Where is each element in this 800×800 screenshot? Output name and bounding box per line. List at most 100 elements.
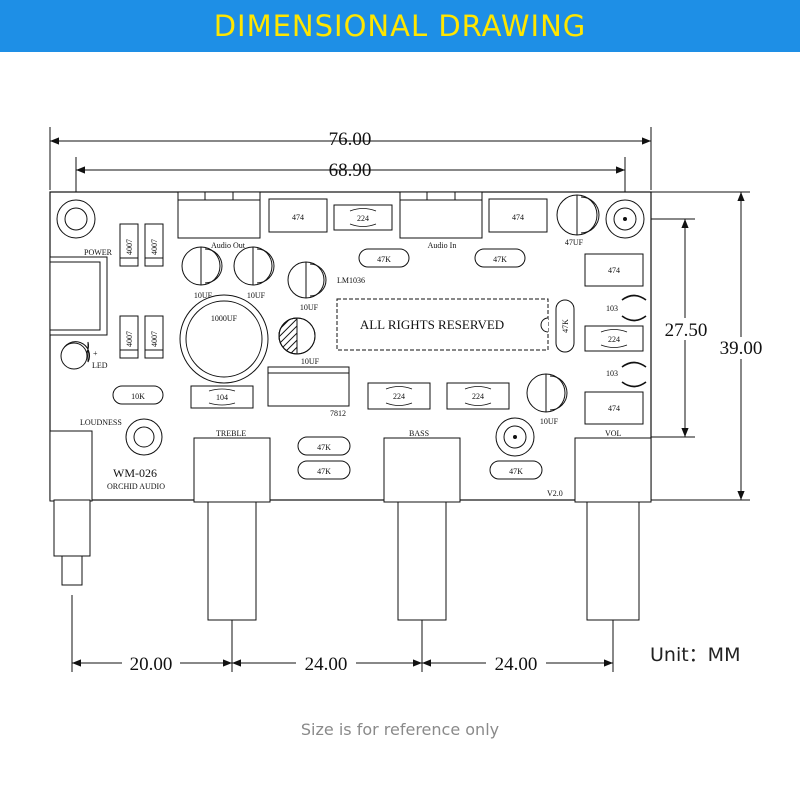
model-label: WM-026 <box>113 466 157 480</box>
dimension-overall-width <box>49 127 652 190</box>
ic-lm1036 <box>336 298 549 351</box>
pot-treble <box>193 437 271 621</box>
diode-4 <box>144 315 164 359</box>
diode-1-label: 4007 <box>125 239 134 255</box>
led <box>60 341 90 370</box>
cap-224-2-label: 224 <box>608 335 620 344</box>
unit-label: Unit：MM <box>650 644 741 666</box>
cap-224-4 <box>446 382 510 410</box>
cap-474-4 <box>584 391 644 425</box>
res-47k-1-label: 47K <box>377 255 391 264</box>
diode-2 <box>144 223 164 267</box>
cap-10uf-2-label: 10UF <box>247 291 266 300</box>
diode-3-label: 4007 <box>125 331 134 347</box>
pot-spacing-3-label: 24.00 <box>495 654 538 675</box>
cap-10uf-3-label: 10UF <box>300 303 319 312</box>
diode-1 <box>119 223 139 267</box>
mounting-hole-bottom <box>495 417 535 457</box>
cap-474-3 <box>584 253 644 287</box>
diode-4-label: 4007 <box>150 331 159 347</box>
cap-10uf-2 <box>233 246 275 286</box>
res-47k-4-label: 47K <box>317 467 331 476</box>
regulator-label: 7812 <box>330 409 346 418</box>
cap-474-4-label: 474 <box>608 404 620 413</box>
cap-474-1 <box>268 198 328 233</box>
res-47k-2-label: 47K <box>493 255 507 264</box>
cap-10uf-3 <box>287 261 327 299</box>
overall-height-label: 39.00 <box>720 338 763 359</box>
res-10k <box>112 385 164 405</box>
cap-10uf-4-label: 10UF <box>301 357 320 366</box>
audio-out-connector <box>177 191 261 239</box>
res-47k-5-label: 47K <box>509 467 523 476</box>
led-plus: + <box>93 349 98 358</box>
pot-spacing-1-label: 20.00 <box>130 654 173 675</box>
res-47k-5 <box>489 460 543 480</box>
power-connector <box>49 256 108 336</box>
cap-224-4-label: 224 <box>472 392 484 401</box>
reference-note: Size is for reference only <box>300 720 500 739</box>
cap-474-2 <box>488 198 548 233</box>
res-47k-3 <box>297 436 351 456</box>
pot-volume <box>574 437 652 621</box>
cap-474-1-label: 474 <box>292 213 304 222</box>
vol-label: VOL <box>605 429 622 438</box>
cap-103-1 <box>621 294 647 322</box>
power-label: POWER <box>84 248 113 257</box>
cap-224-3-label: 224 <box>393 392 405 401</box>
diode-2-label: 4007 <box>150 239 159 255</box>
res-47k-2 <box>474 248 526 268</box>
audio-out-label: Audio Out <box>211 241 246 250</box>
cap-10uf-1 <box>181 246 223 286</box>
cap-1000uf-label: 1000UF <box>211 314 238 323</box>
audio-in-connector <box>399 191 483 239</box>
res-47k-6-label: 47K <box>561 319 570 333</box>
brand-label: ORCHID AUDIO <box>107 482 165 491</box>
pot-spacing-2-label: 24.00 <box>305 654 348 675</box>
res-47k-3-label: 47K <box>317 443 331 452</box>
cap-224-2 <box>584 325 644 352</box>
cap-10uf-5-label: 10UF <box>540 417 559 426</box>
cap-224-1-label: 224 <box>357 214 369 223</box>
cap-474-3-label: 474 <box>608 266 620 275</box>
loudness-hole <box>125 418 163 456</box>
cap-103-2 <box>621 361 647 388</box>
cap-224-3 <box>367 382 431 410</box>
vertical-hole-spacing-label: 27.50 <box>665 320 708 341</box>
overall-width-label: 76.00 <box>329 129 372 150</box>
bass-label: BASS <box>409 429 429 438</box>
cap-474-2-label: 474 <box>512 213 524 222</box>
header-banner <box>0 0 800 52</box>
res-47k-6 <box>555 299 575 353</box>
version-label: V2.0 <box>547 489 563 498</box>
led-label: LED <box>92 361 108 370</box>
cap-47uf-label: 47UF <box>565 238 584 247</box>
cap-10uf-1-label: 10UF <box>194 291 213 300</box>
cap-104-label: 104 <box>216 393 228 402</box>
cap-104 <box>190 385 254 409</box>
diode-3 <box>119 315 139 359</box>
page-title: DIMENSIONAL DRAWING <box>213 9 587 43</box>
cap-10uf-hatched <box>278 317 316 355</box>
cap-103-2-label: 103 <box>606 369 618 378</box>
ic-lm1036-label: LM1036 <box>337 276 365 285</box>
audio-in-label: Audio In <box>428 241 457 250</box>
hole-spacing-label: 68.90 <box>329 160 372 181</box>
res-47k-4 <box>297 460 351 480</box>
regulator-7812 <box>267 366 350 407</box>
loudness-switch <box>49 430 93 586</box>
cap-10uf-5 <box>526 373 568 413</box>
mounting-hole-left <box>56 199 96 239</box>
res-47k-1 <box>358 248 410 268</box>
cap-224-1 <box>333 204 393 231</box>
reserved-text: ALL RIGHTS RESERVED <box>360 317 504 332</box>
cap-47uf <box>556 194 600 236</box>
loudness-label: LOUDNESS <box>80 418 122 427</box>
res-10k-label: 10K <box>131 392 145 401</box>
treble-label: TREBLE <box>216 429 246 438</box>
mounting-hole-right <box>605 199 645 239</box>
pot-bass <box>383 437 461 621</box>
cap-1000uf <box>179 294 269 384</box>
cap-103-1-label: 103 <box>606 304 618 313</box>
